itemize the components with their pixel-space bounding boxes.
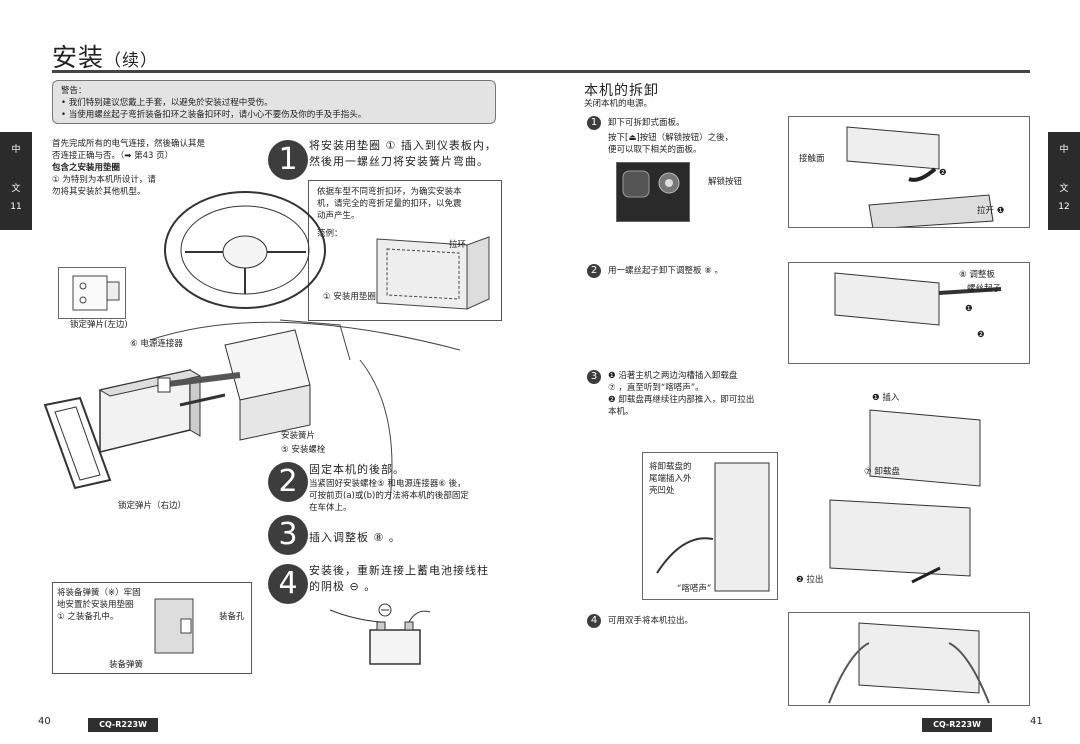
lock-clip-illustration bbox=[58, 267, 126, 319]
label-power-connector: ⑥ 电源连接器 bbox=[130, 339, 183, 349]
step-number-2: 2 bbox=[268, 462, 308, 502]
label-contact-surface: 接触面 bbox=[799, 154, 825, 164]
label-trim-plate: ⑧ 调整板 bbox=[959, 270, 995, 280]
release-button-photo bbox=[616, 162, 690, 222]
removal-step-4: 4 bbox=[587, 614, 601, 628]
label-pull-out: ❷ 拉出 bbox=[796, 575, 824, 585]
page-number-right: 41 bbox=[1030, 716, 1043, 727]
intro-text: 首先完成所有的电气连接，然後确认其是 否连接正确与否。（➡ 第43 页） 包含之… bbox=[52, 139, 206, 197]
removal-step4-text: 可用双手将本机拉出。 bbox=[608, 616, 694, 626]
warning-title: 警告： bbox=[61, 86, 87, 96]
step1-text: 将安装用垫圈 ① 插入到仪表板内， 然後用一螺丝刀将安装簧片弯曲。 bbox=[309, 139, 497, 168]
trim-plate-removal-illustration: ⑧ 调整板 螺丝起子 ❶ ❷ bbox=[788, 262, 1030, 364]
label-step-two: ❷ bbox=[977, 330, 985, 340]
label-release-tray: ⑦ 卸载盘 bbox=[864, 467, 900, 477]
label-hole: 装备孔 bbox=[219, 612, 245, 622]
label-screwdriver: 螺丝起子 bbox=[967, 284, 1002, 294]
spring-note-box: 将装备弹簧（※）牢固 地安置於安装用垫圈 ① 之装备孔中。 装备孔 装备弹簧 bbox=[52, 582, 252, 674]
label-pull-open: 拉开 ❶ bbox=[977, 206, 1005, 216]
gasket-example-illustration bbox=[376, 236, 490, 310]
removal-step-3: 3 bbox=[587, 370, 601, 384]
step-number-4: 4 bbox=[268, 564, 308, 604]
model-badge-left: CQ-R223W bbox=[88, 718, 158, 732]
page-number-left: 40 bbox=[38, 716, 51, 727]
label-pull-tab: 拉环 bbox=[449, 240, 467, 250]
warning-item: • 当使用螺丝起子弯折装备扣环之装备扣环时，请小心不要伤及你的手及手指头。 bbox=[61, 110, 367, 120]
battery-illustration bbox=[329, 603, 431, 665]
label-lock-left: 锁定弹片(左边) bbox=[70, 320, 128, 330]
label-spring: 装备弹簧 bbox=[109, 660, 144, 670]
label-insert: ❶ 插入 bbox=[872, 393, 900, 403]
step3-text: 插入调整板 ⑧ 。 bbox=[309, 531, 401, 544]
page-title: 安装（续） bbox=[52, 43, 159, 72]
installation-illustration bbox=[43, 191, 461, 501]
language-tab-right: 中 文 12 bbox=[1048, 132, 1080, 230]
tray-insert-detail-illustration: 将卸载盘的 尾端插入外 壳凹处 “喀嗒声” bbox=[642, 452, 778, 600]
removal-step-2: 2 bbox=[587, 264, 601, 278]
label-step-two: ❷ bbox=[939, 168, 947, 178]
faceplate-removal-illustration: 接触面 ❷ 拉开 ❶ bbox=[788, 116, 1030, 230]
tray-pullout-illustration bbox=[829, 409, 981, 584]
step-number-1: 1 bbox=[268, 140, 308, 180]
label-gasket: ① 安装用垫圈 bbox=[323, 292, 376, 302]
label-tray-note: 将卸载盘的 尾端插入外 壳凹处 bbox=[649, 462, 692, 496]
removal-title: 本机的拆卸 bbox=[584, 83, 659, 99]
title-rule bbox=[52, 70, 1030, 73]
step2-text: 固定本机的後部。 当紧固好安装螺栓⑤ 和电源连接器⑥ 後， 可按前页(a)或(b… bbox=[309, 463, 469, 513]
step4-text: 安装後，重新连接上蓄电池接线柱 的阴极 ⊖ 。 bbox=[309, 564, 489, 593]
removal-subtitle: 关闭本机的电源。 bbox=[584, 99, 653, 109]
label-mount-bolt: ⑤ 安装螺栓 bbox=[281, 445, 326, 455]
removal-step-1: 1 bbox=[587, 116, 601, 130]
removal-step1-title: 卸下可拆卸式面板。 bbox=[608, 118, 685, 128]
label-mount-plate: 安装簧片 bbox=[281, 431, 316, 441]
label-step-one: ❶ bbox=[965, 304, 973, 314]
warning-item: • 我们特别建议您戴上手套，以避免於安装过程中受伤。 bbox=[61, 98, 273, 108]
warning-box: 警告： • 我们特别建议您戴上手套，以避免於安装过程中受伤。 • 当使用螺丝起子… bbox=[52, 80, 496, 124]
removal-step3-text: ❶ 沿著主机之两边沟槽插入卸载盘 ⑦ ，直至听到“喀嗒声”。 ❷ 卸载盘再继续往… bbox=[608, 371, 755, 417]
label-release-button: 解锁按钮 bbox=[708, 177, 743, 187]
removal-step1-text: 按下[⏏]按钮（解锁按钮）之後， 便可以取下相关的面板。 bbox=[608, 133, 734, 155]
spring-illustration bbox=[154, 598, 194, 654]
language-tab-left: 中 文 11 bbox=[0, 132, 32, 230]
step-number-3: 3 bbox=[268, 515, 308, 555]
bend-tab-note: 依据车型不同弯折扣环，为确实安装本 机，请完全的弯折足量的扣环，以免震 动声产生… bbox=[308, 180, 502, 321]
removal-step2-title: 用一螺丝起子卸下调整板 ⑧ 。 bbox=[608, 266, 724, 276]
label-lock-right: 锁定弹片（右边） bbox=[118, 501, 187, 511]
two-hand-removal-illustration bbox=[788, 612, 1030, 706]
model-badge-right: CQ-R223W bbox=[922, 718, 992, 732]
label-click: “喀嗒声” bbox=[677, 584, 712, 594]
